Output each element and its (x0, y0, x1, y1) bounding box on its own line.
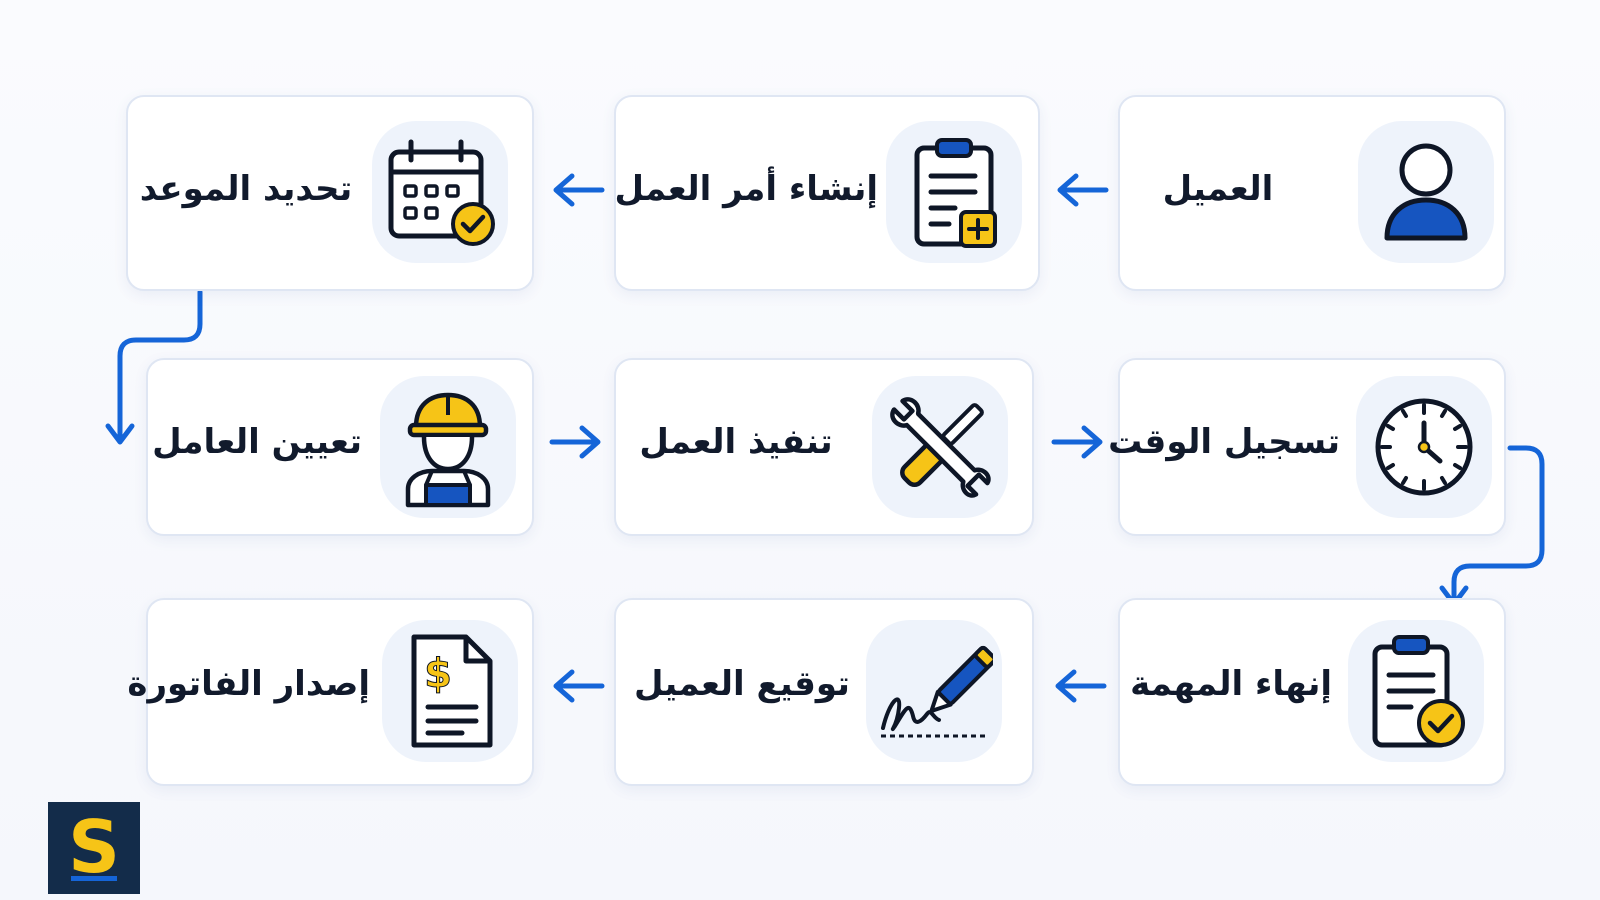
arrow-7-to-8 (1055, 669, 1107, 703)
arrow-3-to-4 (105, 289, 203, 445)
step-icon-bg: $ (382, 620, 518, 762)
tools-icon (890, 397, 991, 498)
step-card-schedule: تحديد الموعد (126, 95, 534, 291)
step-label: إنهاء المهمة (1130, 664, 1332, 704)
invoice-icon: $ (411, 634, 493, 748)
arrow-8-to-9 (553, 669, 605, 703)
arrow-2-to-3 (553, 173, 605, 207)
step-icon-bg (1356, 376, 1492, 518)
step-card-customer: العميل (1118, 95, 1506, 291)
step-card-execute-work: تنفيذ العمل (614, 358, 1034, 536)
step-icon-bg (1348, 620, 1484, 762)
clock-icon (1375, 398, 1473, 496)
brand-logo-letter: S (68, 810, 120, 886)
svg-text:$: $ (424, 651, 452, 697)
step-card-assign-worker: تعيين العامل (146, 358, 534, 536)
step-label: تنفيذ العمل (639, 422, 833, 462)
step-label: تحديد الموعد (139, 169, 353, 209)
user-icon (1384, 143, 1468, 241)
arrow-4-to-5 (549, 425, 601, 459)
worker-icon (405, 392, 491, 508)
step-card-log-time: تسجيل الوقت (1108, 358, 1506, 536)
calendar-check-icon (388, 139, 495, 246)
step-label: تسجيل الوقت (1108, 422, 1340, 462)
step-icon-bg (380, 376, 516, 518)
step-icon-bg (886, 121, 1022, 263)
step-label: تعيين العامل (152, 422, 362, 462)
step-icon-bg (1358, 121, 1494, 263)
brand-logo: S (48, 802, 140, 894)
step-label: إصدار الفاتورة (127, 664, 370, 704)
clipboard-check-icon (1372, 635, 1465, 748)
step-icon-bg (866, 620, 1002, 762)
arrow-1-to-2 (1057, 173, 1109, 207)
step-label: العميل (1162, 169, 1274, 209)
step-card-customer-signature: توقيع العميل (614, 598, 1034, 786)
step-card-complete-task: إنهاء المهمة (1118, 598, 1506, 786)
step-icon-bg (872, 376, 1008, 518)
brand-logo-mark: S (68, 810, 120, 886)
step-card-issue-invoice: $ إصدار الفاتورة (127, 598, 534, 786)
clipboard-add-icon (914, 138, 997, 248)
step-icon-bg (372, 121, 508, 263)
signature-icon (881, 645, 993, 738)
step-card-create-work-order: إنشاء أمر العمل (614, 95, 1040, 291)
step-label: إنشاء أمر العمل (614, 169, 878, 209)
arrow-5-to-6 (1051, 425, 1103, 459)
step-label: توقيع العميل (634, 664, 850, 704)
